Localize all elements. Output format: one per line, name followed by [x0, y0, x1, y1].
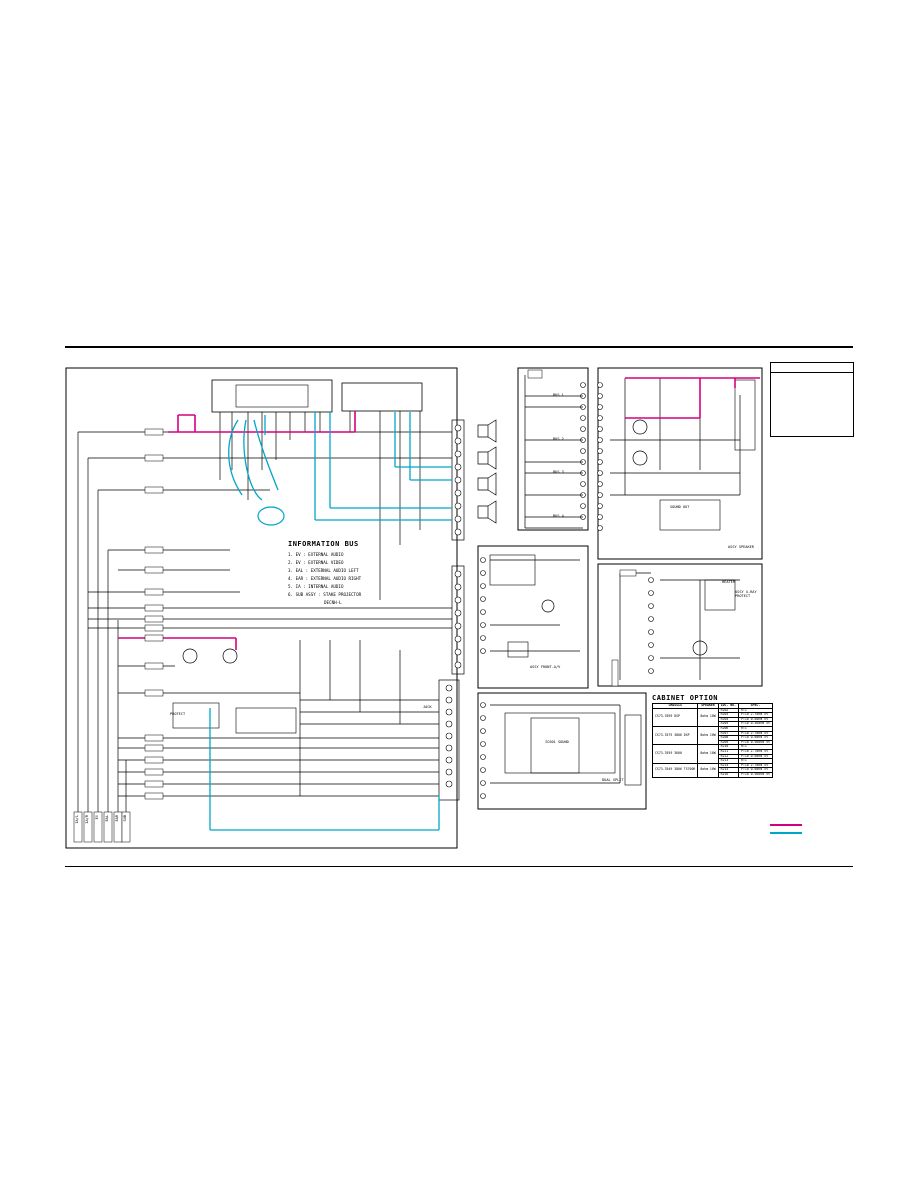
information-bus-line: DECNH-L	[324, 600, 342, 605]
front-av-board	[477, 545, 589, 689]
information-bus-line: 1. EV : EXTERNAL AUDIO	[288, 552, 344, 557]
right-bus-label: BUS 2	[553, 437, 564, 441]
table-cell: R216	[717, 771, 740, 778]
information-bus-heading: INFORMATION BUS	[288, 540, 359, 548]
legend-box	[770, 362, 854, 437]
heater-label: HEATER	[722, 580, 735, 584]
connector-board	[517, 367, 589, 531]
bottom-rule	[65, 866, 853, 867]
table-row: CS73-3559 3600 8ohm 10W R210 RT1	[651, 744, 773, 764]
information-bus-line: 2. EV : EXTERNAL VIDEO	[288, 560, 344, 565]
information-bus: INFORMATION BUS 1. EV : EXTERNAL AUDIO 2…	[288, 540, 438, 607]
front-av-label: ASSY FRONT-A/V	[530, 665, 561, 669]
table-cell: CS73-3549 3806 TS700R	[651, 762, 699, 778]
information-bus-line: 6. SUB ASSY : STAKE PROJECTOR	[288, 592, 362, 597]
right-bus-label: BUS 1	[553, 393, 564, 397]
sound-board	[597, 367, 763, 560]
table-cell: 8ohm 10W	[697, 762, 719, 778]
information-bus-line: 4. EAR : EXTERNAL AUDIO RIGHT	[288, 576, 362, 581]
signal-line-swatch	[770, 832, 802, 834]
right-bus-label: BUS 4	[553, 514, 564, 518]
left-bus-label: EV	[95, 815, 99, 820]
table-row: CS73-3599 DSP 8ohm 10W R202 RT1	[651, 707, 773, 727]
table-cell: CS73-3579 3806 DSP	[651, 725, 699, 746]
dual-split-board	[477, 692, 647, 810]
left-bus-label: IA/R	[85, 815, 89, 824]
speaker-assy-label: ASSY SPEAKER	[728, 545, 754, 549]
left-bus-label: EAL	[105, 815, 109, 822]
main-ic-label: IC601 SOUND	[545, 740, 569, 744]
table-row: CS73-3579 3806 DSP 8ohm 10W R206 RT1	[651, 725, 773, 746]
protect-label: PROTECT	[170, 712, 186, 716]
information-bus-line: 3. EAL : EXTERNAL AUDIO LEFT	[288, 568, 359, 573]
sound-out-label: SOUND OUT	[670, 505, 690, 509]
table-cell: CS73-3599 DSP	[651, 707, 699, 727]
heater-protect-label: ASSY X-RAY PROTECT	[735, 590, 757, 598]
cabinet-option-heading: CABINET OPTION	[652, 694, 719, 702]
top-rule	[65, 346, 853, 348]
table-cell: 8ohm 10W	[697, 725, 719, 746]
left-bus-label: SUB	[123, 815, 127, 822]
table-cell: 8ohm 10W	[697, 744, 719, 764]
legend-header	[771, 363, 853, 373]
cabinet-option-table: CHASSIS SPEAKER LOC. NO. SPEC. CS73-3599…	[651, 703, 773, 778]
table-cell: CS73-3559 3600	[651, 744, 699, 764]
table-cell: 8ohm 10W	[697, 707, 719, 727]
jack-label: JACK	[423, 705, 432, 709]
dual-split-label: DUAL SPLIT	[602, 778, 624, 782]
left-bus-label: IA/L	[75, 815, 79, 824]
table-row: CS73-3549 3806 TS700R 8ohm 10W R214 PT10…	[651, 762, 773, 778]
right-bus-label: BUS 3	[553, 470, 564, 474]
table-row: R216 PT10 0.56ohm 5%	[653, 771, 773, 778]
power-line-swatch	[770, 824, 802, 826]
table-cell: PT10 0.56ohm 5%	[738, 771, 773, 778]
left-bus-label: EAR	[115, 815, 119, 822]
information-bus-line: 5. IA : INTERNAL AUDIO	[288, 584, 344, 589]
main-board-frame	[65, 367, 458, 849]
heater-board	[597, 563, 763, 687]
